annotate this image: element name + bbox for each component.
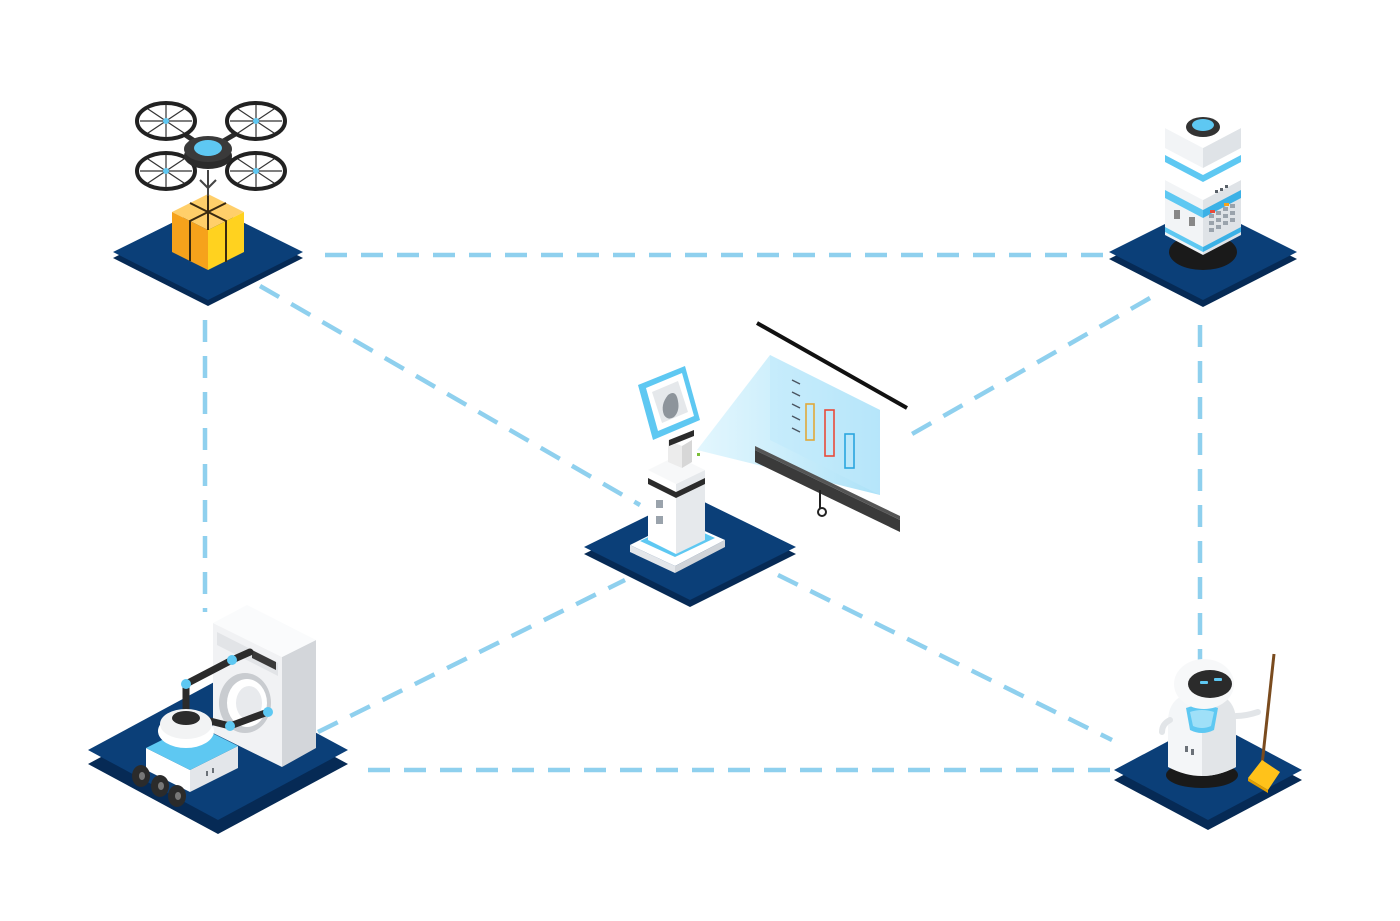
presenter-node (584, 321, 908, 607)
drone-node (113, 101, 303, 306)
server-node (1109, 108, 1297, 307)
connection-server-presenter (903, 296, 1152, 440)
server-tower-robot-icon (1165, 108, 1241, 270)
delivery-drone-icon (135, 101, 287, 270)
cleaner-node (1114, 653, 1302, 830)
connection-drone-presenter (258, 284, 642, 507)
connection-lines (202, 252, 1203, 773)
laundry-node (88, 605, 348, 834)
cleaning-robot-icon (1159, 653, 1280, 793)
connection-presenter-cleaner (777, 572, 1113, 743)
connection-laundry-presenter (317, 577, 626, 735)
presentation-robot-icon (630, 321, 908, 573)
laundry-robot-icon (132, 605, 316, 807)
